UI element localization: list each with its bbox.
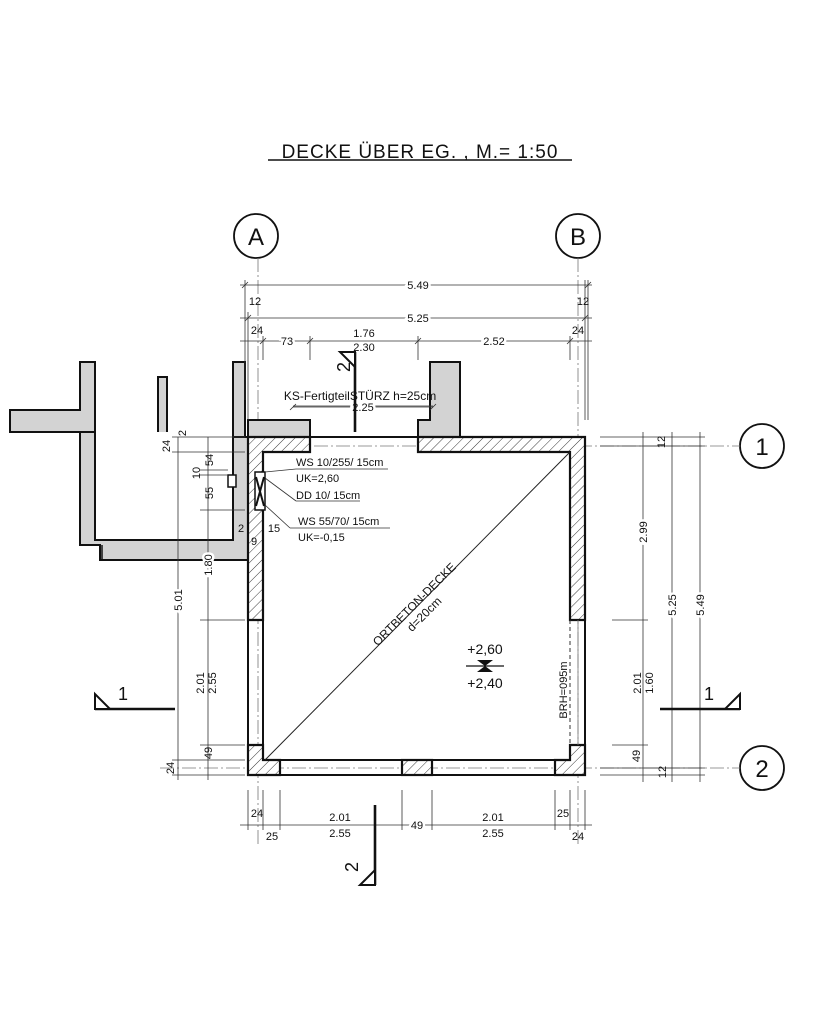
dim-opening-15: 15 [268, 523, 280, 535]
dim-left-49: 49 [203, 747, 215, 759]
dim-opening-2: 2 [238, 523, 244, 535]
window-cross-icon [255, 476, 265, 507]
top-dimensions: 5.49 12 12 5.25 24 24 73 1.76 2.30 2.52 … [240, 278, 592, 420]
ws1-label: WS 10/255/ 15cm [296, 457, 383, 469]
dim-bottom-24-right: 24 [572, 831, 584, 843]
level-marker-icon [477, 660, 493, 672]
dim-right-12-bottom: 12 [657, 766, 669, 778]
dim-24-right: 24 [572, 325, 584, 337]
slab-label: ORTBETON-DECKE [370, 560, 459, 649]
bottom-dimensions: 24 25 2.01 2.55 49 2.01 2.55 25 24 [240, 790, 592, 843]
uk2-label: UK=-0,15 [298, 532, 345, 544]
section-marker-1-left: 1 [94, 684, 175, 711]
pillar-bottom-middle [400, 758, 434, 777]
wall-top-right [416, 435, 587, 622]
dim-left-54: 54 [204, 454, 216, 466]
dim-left-24-bottom: 24 [165, 762, 177, 774]
level-bottom: +2,40 [467, 675, 503, 691]
dim-24-left: 24 [251, 325, 263, 337]
dim-bottom-49: 49 [411, 820, 423, 832]
dim-12-left: 12 [249, 296, 261, 308]
dim-left-10: 10 [191, 467, 203, 479]
axis-a-label: A [248, 224, 264, 251]
svg-text:1: 1 [704, 684, 714, 704]
sill-height: BRH=095m [558, 661, 570, 718]
room-walls [246, 435, 587, 777]
dim-bottom-2-01-right: 2.01 [482, 812, 503, 824]
dim-12-right: 12 [577, 296, 589, 308]
dim-bottom-2-01-left: 2.01 [329, 812, 350, 824]
dim-2-30: 2.30 [353, 342, 374, 354]
dim-bottom-24-left: 24 [251, 808, 263, 820]
dim-5-25-top: 5.25 [407, 313, 428, 325]
svg-text:2: 2 [334, 362, 354, 372]
dim-2-25: 2.25 [352, 402, 373, 414]
dim-right-12-top: 12 [656, 436, 668, 448]
dim-left-5-01: 5.01 [173, 589, 185, 610]
dim-left-2-01: 2.01 [195, 672, 207, 693]
uk1-label: UK=2,60 [296, 473, 339, 485]
dim-bottom-25-right: 25 [557, 808, 569, 820]
dim-left-2-55: 2.55 [207, 672, 219, 693]
dim-1-76: 1.76 [353, 328, 374, 340]
ws2-label: WS 55/70/ 15cm [298, 516, 379, 528]
section-marker-1-right: 1 [660, 684, 741, 711]
axis-1-label: 1 [755, 434, 768, 461]
dim-73: 73 [281, 336, 293, 348]
slab-span-line [264, 451, 571, 761]
dim-right-1-60: 1.60 [644, 672, 656, 693]
drawing-title: DECKE ÜBER EG. , M.= 1:50 [282, 142, 559, 163]
level-top: +2,60 [467, 641, 503, 657]
dim-left-55: 55 [204, 487, 216, 499]
dim-right-5-25: 5.25 [667, 594, 679, 615]
corner-bottom-right [553, 743, 587, 777]
lintel-label: KS-FertigteilSTÜRZ h=25cm [284, 389, 436, 403]
dim-left-24-top: 24 [161, 440, 173, 452]
dim-left-1-80: 1.80 [203, 554, 215, 575]
dd-label: DD 10/ 15cm [296, 490, 360, 502]
dim-right-2-01: 2.01 [632, 672, 644, 693]
axis-2-label: 2 [755, 756, 768, 783]
section-marker-2-top: 2 [334, 351, 357, 432]
dim-bottom-2-55-right: 2.55 [482, 828, 503, 840]
left-dimensions: 24 2 54 10 55 1.80 5.01 2.01 2.55 49 24 … [161, 430, 280, 780]
right-dimensions: 12 2.99 5.25 5.49 2.01 1.60 49 12 [600, 432, 710, 782]
dim-bottom-25-left: 25 [266, 831, 278, 843]
svg-text:1: 1 [118, 684, 128, 704]
dim-bottom-2-55-left: 2.55 [329, 828, 350, 840]
dim-2-52: 2.52 [483, 336, 504, 348]
dim-right-49: 49 [631, 750, 643, 762]
section-marker-2-bottom: 2 [342, 805, 377, 886]
axis-b-label: B [570, 224, 586, 251]
dim-opening-9: 9 [251, 536, 257, 548]
dim-5-49-top: 5.49 [407, 280, 428, 292]
dim-right-5-49: 5.49 [695, 594, 707, 615]
dim-right-2-99: 2.99 [638, 521, 650, 542]
dim-left-2: 2 [177, 430, 189, 436]
svg-text:2: 2 [342, 862, 362, 872]
